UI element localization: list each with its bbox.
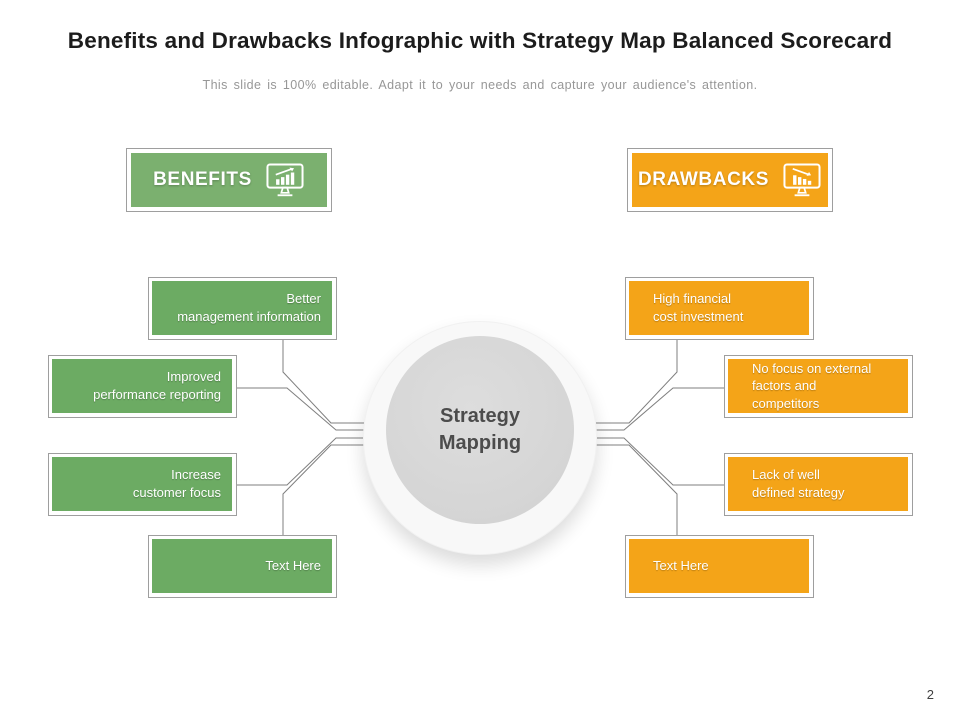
drawback-box-3[interactable]: Lack of well defined strategy [724,453,913,516]
slide-subtitle: This slide is 100% editable. Adapt it to… [202,78,758,92]
benefits-header[interactable]: BENEFITS [126,148,332,212]
hub-circle[interactable]: Strategy Mapping [386,336,574,524]
drawback-box-3-label: Lack of well defined strategy [752,467,845,500]
drawbacks-header[interactable]: DRAWBACKS [627,148,833,212]
benefit-box-3-label: Increase customer focus [132,467,221,500]
drawbacks-header-label: DRAWBACKS [637,169,769,190]
page-number: 2 [926,687,934,702]
drawback-box-2[interactable]: No focus on external factors and competi… [724,355,913,418]
slide-title: Benefits and Drawbacks Infographic with … [67,28,893,53]
drawbacks-header-fill: DRAWBACKS [632,153,828,207]
benefit-box-1-label: Better management information [177,291,321,324]
monitor-chart-up-icon [266,163,304,196]
benefit-box-1[interactable]: Better management information [148,277,337,340]
drawback-box-4[interactable]: Text Here [625,535,814,598]
benefits-header-label: BENEFITS [153,169,252,190]
benefit-box-4[interactable]: Text Here [148,535,337,598]
hub-label: Strategy Mapping [438,405,522,454]
benefits-header-fill: BENEFITS [131,153,327,207]
benefit-box-2[interactable]: Improved performance reporting [48,355,237,418]
benefit-box-2-label: Improved performance reporting [93,369,221,402]
benefit-box-4-label: Text Here [265,558,321,574]
drawback-box-1-label: High financial cost investment [653,291,744,324]
drawback-box-1[interactable]: High financial cost investment [625,277,814,340]
benefit-box-3[interactable]: Increase customer focus [48,453,237,516]
monitor-chart-down-icon [783,163,821,196]
drawback-box-2-label: No focus on external factors and competi… [752,360,872,411]
drawback-box-4-label: Text Here [653,558,709,574]
